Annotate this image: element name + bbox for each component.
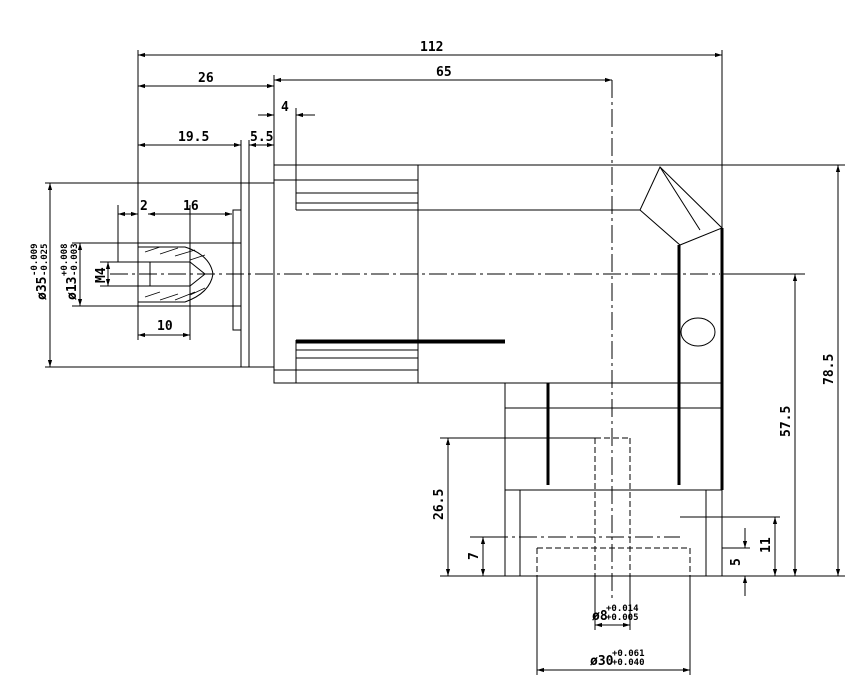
dim-chamfer: 2 [140,199,148,214]
dim-step: 4 [281,100,289,115]
svg-text:+0.005: +0.005 [606,613,639,623]
dim-output-pilot: ø30 +0.061 +0.040 [590,649,645,669]
dim-shaft-length: 19.5 [178,130,209,145]
dim-base-to-top: 26.5 [432,489,447,520]
svg-text:ø13: ø13 [65,277,80,300]
hidden-output-bore [536,437,691,576]
dim-flange-thickness: 5.5 [250,130,273,145]
svg-text:ø30: ø30 [590,654,614,669]
dimension-lines [47,52,841,673]
part-outline [137,140,723,576]
dim-thread: M4 [94,267,109,283]
svg-text:ø8: ø8 [592,609,608,624]
dim-flange-to-face: 26 [198,71,214,86]
svg-text:-0.003: -0.003 [70,243,80,276]
thick-edges [296,228,724,490]
dim-center-height: 57.5 [779,406,794,437]
dim-right-step: 11 [759,537,774,553]
svg-text:+0.040: +0.040 [612,658,645,668]
svg-text:+0.008: +0.008 [60,243,70,276]
svg-text:-0.025: -0.025 [40,243,50,276]
dim-thread-depth: 16 [183,199,199,214]
dim-bottom-step: 5 [729,558,744,566]
svg-text:+0.061: +0.061 [612,649,645,659]
dim-total-height: 78.5 [822,354,837,385]
dim-body-length: 65 [436,65,452,80]
center-lines [110,80,720,600]
dim-key-length: 10 [157,319,173,334]
svg-text:+0.014: +0.014 [606,604,639,614]
dim-base-offset: 7 [467,552,482,560]
dim-overall-length: 112 [420,40,443,55]
dim-output-bore: ø8 +0.014 +0.005 [592,604,639,624]
extension-lines [45,50,845,675]
dim-pilot-diameter: ø35 -0.009 -0.025 [30,243,50,300]
dim-shaft-diameter: ø13 +0.008 -0.003 [60,243,80,300]
svg-text:-0.009: -0.009 [30,243,40,276]
dimension-labels: 112 26 65 4 19.5 5.5 2 16 10 78.5 57.5 2… [30,40,837,669]
svg-text:ø35: ø35 [35,277,50,300]
